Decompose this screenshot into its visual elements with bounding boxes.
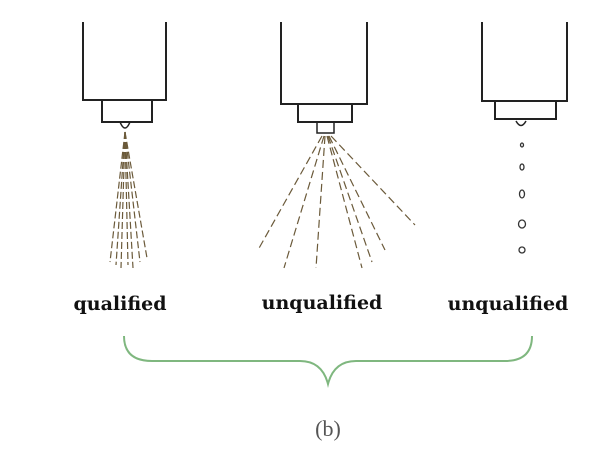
spray-unqualified-wide	[257, 135, 416, 269]
nozzle-qualified	[82, 22, 167, 129]
spray-qualified	[109, 131, 148, 269]
label-unqualified-drip: unqualified	[447, 293, 569, 315]
label-qualified: qualified	[73, 293, 167, 315]
droplets	[517, 142, 527, 254]
nozzle-unqualified-drip	[481, 22, 568, 127]
figure-caption: (b)	[315, 416, 341, 441]
curly-brace	[123, 335, 533, 388]
nozzle-unqualified-wide	[280, 22, 368, 134]
label-unqualified-wide: unqualified	[261, 292, 383, 314]
